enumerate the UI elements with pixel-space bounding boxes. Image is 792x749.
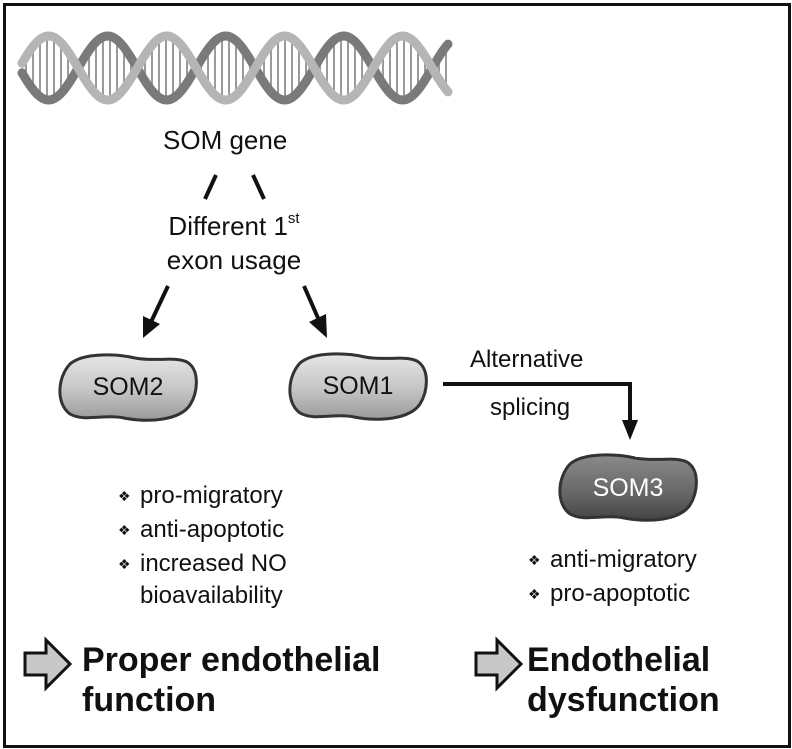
som3-label: SOM3: [592, 474, 664, 502]
hollow-right-arrow-icon-right: [474, 636, 524, 692]
bullet-icon: ❖: [528, 586, 541, 602]
bullet-icon: ❖: [528, 552, 541, 568]
outcome-left-line1: Proper endothelial: [82, 641, 381, 679]
dna-helix-icon: [17, 31, 453, 105]
effect-text: anti-apoptotic: [140, 516, 285, 543]
bullet-icon: ❖: [118, 522, 131, 538]
branch-line-left: [203, 174, 218, 200]
effect-item: ❖ pro-migratory: [118, 480, 287, 512]
splicing-arrow: [443, 382, 638, 440]
som3-effects-list: ❖ anti-migratory ❖ pro-apoptotic: [528, 544, 697, 610]
outcome-right: Endothelial dysfunction: [527, 640, 720, 720]
effect-item: ❖ anti-apoptotic: [118, 514, 287, 546]
outcome-left-line2: function: [82, 681, 217, 719]
figure-frame: [3, 3, 791, 748]
splicing-line2: splicing: [490, 394, 571, 421]
outcome-right-line1: Endothelial: [527, 641, 711, 679]
effect-text: pro-migratory: [140, 482, 283, 509]
outcome-right-line2: dysfunction: [527, 681, 720, 719]
som3-blob: [558, 453, 698, 522]
som1-label: SOM1: [322, 372, 394, 400]
bullet-icon: ❖: [118, 488, 131, 504]
effect-item: ❖ pro-apoptotic: [528, 578, 697, 610]
effect-text: pro-apoptotic: [550, 580, 691, 607]
effect-text: increased NO: [140, 550, 287, 577]
arrow-to-som1: [302, 285, 327, 338]
branch-line-right: [251, 174, 266, 200]
som-left-effects-list: ❖ pro-migratory ❖ anti-apoptotic ❖ increase…: [118, 480, 287, 612]
bullet-icon: ❖: [118, 556, 131, 572]
som1-blob: [288, 352, 428, 421]
effect-item: ❖ increased NO bioavailability: [118, 548, 287, 612]
gene-label: SOM gene: [163, 125, 288, 155]
mechanism-label: Different 1st exon usage: [148, 202, 320, 277]
som2-label: SOM2: [92, 373, 164, 401]
effect-text-continued: bioavailability: [140, 582, 283, 609]
effect-item: ❖ anti-migratory: [528, 544, 697, 576]
mechanism-line1: Different 1: [168, 211, 288, 241]
outcome-left: Proper endothelial function: [82, 640, 381, 720]
mechanism-superscript: st: [287, 210, 300, 227]
arrow-to-som2: [143, 285, 170, 338]
effect-text: anti-migratory: [550, 546, 697, 573]
splicing-line1: Alternative: [470, 346, 584, 373]
som2-blob: [58, 353, 198, 422]
hollow-right-arrow-icon-left: [23, 636, 73, 692]
mechanism-line2: exon usage: [166, 245, 302, 275]
